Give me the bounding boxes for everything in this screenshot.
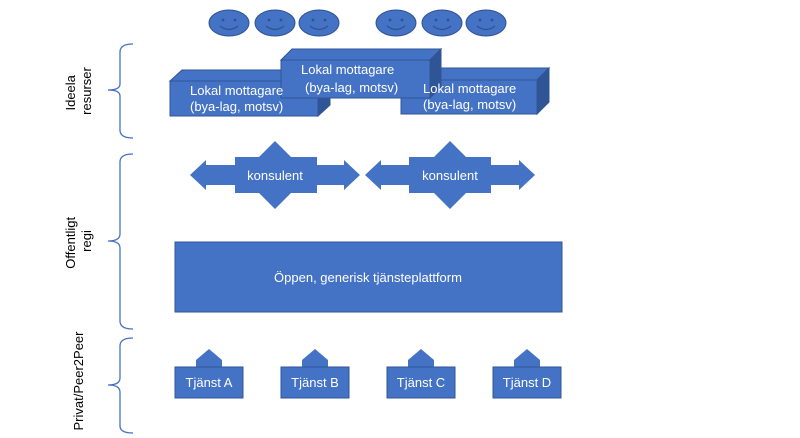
layer-label-offentligt-line1: Offentligt	[63, 217, 78, 269]
receiver-label-2: Lokal mottagare (bya-lag, motsv)	[301, 62, 398, 95]
service-b	[280, 349, 350, 399]
people-group	[208, 9, 507, 37]
layer-label-offentligt-line2: regi	[79, 230, 94, 252]
layer-label-ideela: Ideela resurser	[63, 66, 94, 114]
receiver-2-line2: (bya-lag, motsv)	[305, 80, 398, 95]
service-label-c: Tjänst C	[397, 375, 445, 390]
consultant-arrow-2	[365, 141, 535, 209]
layer-label-privat: Privat/Peer2Peer	[71, 331, 86, 431]
service-d	[492, 349, 562, 399]
brace-privat	[107, 337, 134, 434]
layer-label-ideela-line1: Ideela	[63, 74, 78, 110]
platform-box	[174, 241, 563, 313]
consultant-arrow-1	[190, 141, 360, 209]
receiver-box-2	[279, 47, 443, 100]
consultant-label-2: konsulent	[422, 168, 478, 183]
receiver-label-1: Lokal mottagare (bya-lag, motsv)	[190, 83, 287, 114]
layer-label-offentligt: Offentligt regi	[63, 213, 94, 268]
service-label-b: Tjänst B	[291, 375, 339, 390]
smiley-face-icon	[254, 9, 296, 37]
receiver-1-line2: (bya-lag, motsv)	[190, 99, 283, 114]
layer-label-ideela-line2: resurser	[79, 66, 94, 114]
smiley-face-icon	[298, 9, 340, 37]
service-c	[386, 349, 456, 399]
receiver-3-line1: Lokal mottagare	[423, 81, 516, 96]
brace-ideela	[107, 43, 134, 139]
service-a	[174, 349, 244, 399]
receiver-3-line2: (bya-lag, motsv)	[423, 97, 516, 112]
consultant-label-1: konsulent	[247, 168, 303, 183]
service-label-a: Tjänst A	[186, 375, 233, 390]
platform-label: Öppen, generisk tjänsteplattform	[274, 270, 462, 285]
layer-braces	[107, 43, 134, 434]
smiley-face-icon	[421, 9, 463, 37]
smiley-face-icon	[375, 9, 417, 37]
receiver-label-3: Lokal mottagare (bya-lag, motsv)	[423, 81, 520, 112]
receiver-2-line1: Lokal mottagare	[301, 62, 394, 77]
smiley-face-icon	[208, 9, 250, 37]
receiver-1-line1: Lokal mottagare	[190, 83, 283, 98]
brace-offentligt	[107, 153, 134, 330]
service-label-d: Tjänst D	[503, 375, 551, 390]
smiley-face-icon	[465, 9, 507, 37]
